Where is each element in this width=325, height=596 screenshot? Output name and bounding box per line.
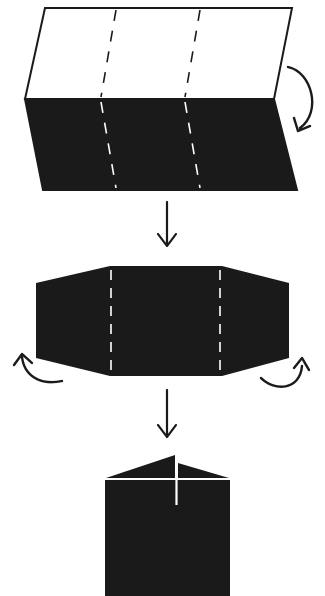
step-2-band [36,266,289,376]
curl-arrow-left-icon [12,352,64,384]
curved-rotate-arrow-icon [286,65,314,133]
down-arrow-icon [156,200,178,248]
crease-line-right-top [184,9,201,98]
step-3-result [104,455,231,596]
result-body [105,480,230,596]
crease-line-left-bottom [100,101,117,189]
left-flap [106,455,175,478]
step-1-sheet [23,7,299,191]
crease-line-left-top [100,9,117,98]
band-shape [36,266,289,376]
right-flap [178,463,229,478]
sheet-top-half [23,7,294,100]
curl-arrow-right-icon [259,356,311,388]
sheet-bottom-half [23,98,299,191]
crease-line-right-bottom [184,101,201,189]
down-arrow-icon [156,388,178,439]
